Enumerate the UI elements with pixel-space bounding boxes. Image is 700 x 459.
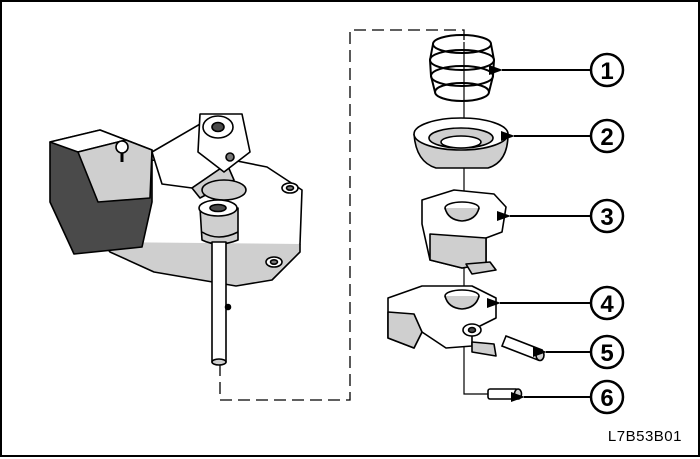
callout-circle-5 xyxy=(589,334,625,370)
roll-pin xyxy=(487,388,523,400)
callout-circle-2 xyxy=(589,118,625,154)
callout-circle-6 xyxy=(589,379,625,415)
callout-number-1: 1 xyxy=(600,58,613,85)
callout-number-4: 4 xyxy=(600,291,614,318)
callout-number-6: 6 xyxy=(600,385,613,412)
shift-lever-assembly xyxy=(49,113,303,366)
upper-bracket xyxy=(421,189,507,275)
callout-number-3: 3 xyxy=(600,204,613,231)
assembly-dashed-line xyxy=(219,29,465,401)
callout-number-5: 5 xyxy=(600,340,613,367)
callout-circle-4 xyxy=(589,285,625,321)
lever-shaft xyxy=(211,241,227,363)
callout-circle-3 xyxy=(589,198,625,234)
spring xyxy=(429,34,495,102)
spring-seat xyxy=(413,117,509,169)
callout-number-2: 2 xyxy=(600,124,613,151)
figure-code: L7B53B01 xyxy=(607,428,682,445)
pin xyxy=(500,334,545,362)
callouts xyxy=(487,52,625,415)
callout-circle-1 xyxy=(589,52,625,88)
lower-lever xyxy=(387,285,497,357)
callout-numbers: 1 2 3 4 5 6 xyxy=(600,58,614,412)
